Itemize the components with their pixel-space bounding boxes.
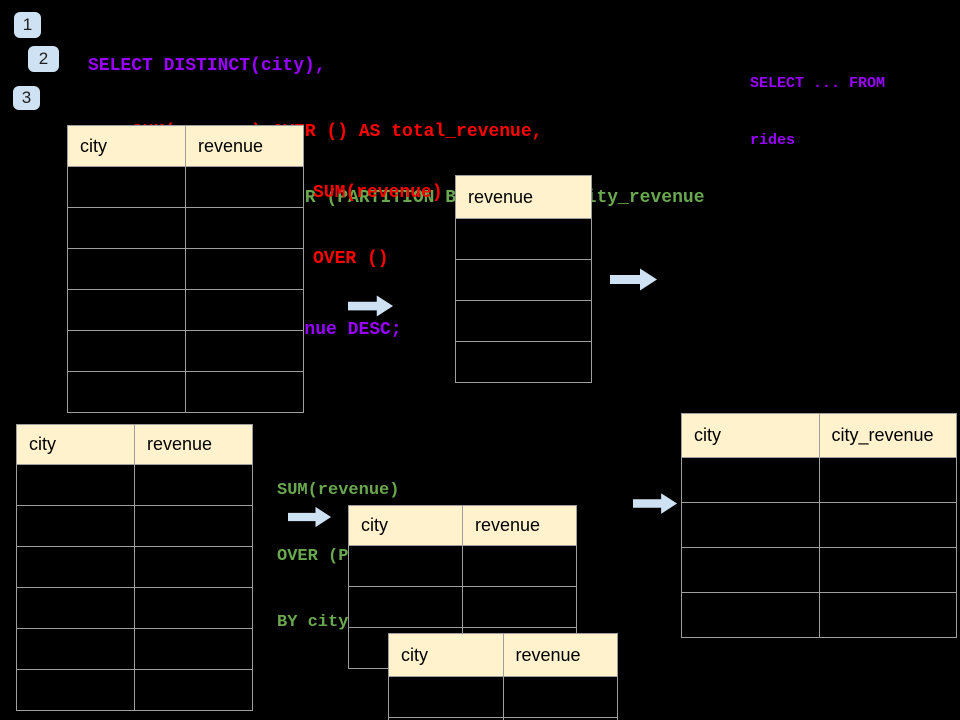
table-cell	[185, 248, 304, 290]
sql-line-select: SELECT DISTINCT(city),	[88, 56, 326, 76]
table-cell	[455, 218, 592, 260]
table-cell	[681, 457, 820, 503]
table-cell	[16, 587, 135, 629]
column-header-city: city	[67, 125, 186, 167]
table-total-result: revenue	[455, 175, 592, 383]
table-cell	[348, 545, 463, 587]
step-badge-1: 1	[14, 12, 41, 38]
arrow-right-icon	[348, 295, 394, 317]
table-cell	[134, 669, 253, 711]
table-cell	[134, 546, 253, 588]
annotation-line: OVER ()	[313, 249, 389, 269]
column-header-revenue: revenue	[462, 505, 577, 546]
column-header-revenue: revenue	[502, 633, 618, 677]
table-cell	[681, 547, 820, 593]
annotation-side-query: SELECT ... FROM rides	[750, 36, 885, 188]
table-cell	[134, 628, 253, 670]
table-source-top: city revenue	[67, 125, 304, 413]
annotation-line: SUM(revenue)	[313, 183, 443, 203]
table-cell	[681, 592, 820, 638]
column-header-revenue: revenue	[185, 125, 304, 167]
column-header-revenue: revenue	[455, 175, 592, 219]
table-cell	[185, 207, 304, 249]
column-header-city: city	[681, 413, 820, 458]
table-cell	[134, 464, 253, 506]
table-cell	[16, 669, 135, 711]
arrow-right-icon	[610, 268, 657, 291]
table-cell	[348, 586, 463, 628]
table-cell	[67, 289, 186, 331]
table-cell	[818, 592, 957, 638]
table-cell	[67, 248, 186, 290]
table-source-bottom: city revenue	[16, 424, 253, 711]
table-cell	[185, 371, 304, 413]
table-cell	[462, 586, 577, 628]
table-cell	[455, 341, 592, 383]
annotation-line: SELECT ... FROM	[750, 75, 886, 92]
table-cell	[67, 207, 186, 249]
table-cell	[134, 505, 253, 547]
annotation-total-revenue: SUM(revenue) OVER ()	[313, 138, 443, 314]
table-cell	[455, 259, 592, 301]
table-cell	[502, 717, 618, 720]
step-badge-3: 3	[13, 86, 40, 110]
column-header-revenue: revenue	[134, 424, 253, 465]
column-header-city: city	[16, 424, 135, 465]
table-cell	[16, 628, 135, 670]
table-partition-input-overlay: city revenue	[388, 633, 618, 720]
arrow-right-icon	[288, 506, 332, 528]
table-cell	[455, 300, 592, 342]
table-cell	[16, 546, 135, 588]
table-cell	[67, 371, 186, 413]
table-cell	[818, 502, 957, 548]
table-cell	[134, 587, 253, 629]
annotation-line: rides	[750, 132, 796, 149]
table-cell	[185, 166, 304, 208]
annotation-line: SUM(revenue)	[277, 481, 400, 500]
column-header-city: city	[348, 505, 463, 546]
table-cell	[388, 676, 504, 718]
table-cell	[185, 289, 304, 331]
table-cell	[818, 457, 957, 503]
annotation-line: BY city)	[277, 613, 359, 632]
table-cell	[681, 502, 820, 548]
column-header-city-revenue: city_revenue	[818, 413, 957, 458]
table-cell	[818, 547, 957, 593]
arrow-right-icon	[633, 493, 678, 514]
table-cell	[67, 166, 186, 208]
table-partition-result: city city_revenue	[681, 413, 957, 638]
table-cell	[185, 330, 304, 372]
step-badge-2: 2	[28, 46, 59, 72]
table-cell	[462, 545, 577, 587]
table-cell	[16, 505, 135, 547]
table-cell	[67, 330, 186, 372]
table-cell	[16, 464, 135, 506]
table-cell	[502, 676, 618, 718]
column-header-city: city	[388, 633, 504, 677]
